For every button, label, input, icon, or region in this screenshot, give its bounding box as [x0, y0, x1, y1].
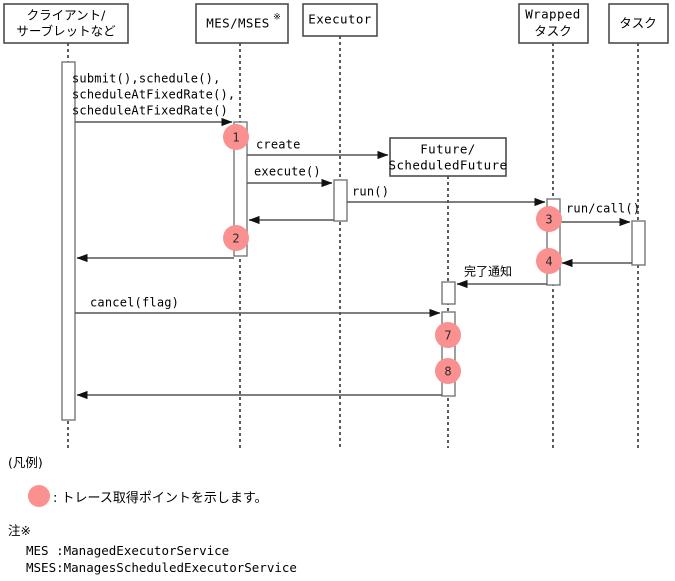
participant-executor[interactable]: Executor: [302, 3, 378, 37]
trace-marker-7-number: 7: [444, 329, 451, 343]
participant-executor-label: Executor: [308, 12, 371, 27]
participant-wrapped-label-line2: タスク: [534, 24, 572, 39]
participant-task-label: タスク: [619, 16, 657, 31]
trace-marker-8-number: 8: [444, 365, 451, 379]
trace-marker-3: 3: [536, 206, 562, 232]
participant-wrapped-label-line1: Wrapped: [525, 7, 580, 22]
message-label-submit-line3: scheduleAtFixedRate(): [72, 104, 228, 118]
note-reference-mark-icon: ※: [273, 13, 281, 23]
message-labels-group: submit(),schedule(), scheduleAtFixedRate…: [72, 72, 640, 310]
trace-marker-1-number: 1: [232, 131, 239, 145]
activation-client: [61, 61, 76, 421]
participant-future-label-line2: ScheduledFuture: [389, 158, 508, 173]
trace-point-marker-icon: [28, 485, 50, 507]
activation-future-notify: [441, 281, 456, 305]
activation-mes: [233, 121, 248, 257]
participant-client-label-line2: サーブレットなど: [16, 24, 116, 39]
message-label-cancel: cancel(flag): [90, 296, 179, 310]
legend-title: (凡例): [8, 455, 43, 470]
message-label-execute: execute(): [254, 165, 321, 179]
participant-client[interactable]: クライアント/ サーブレットなど: [3, 3, 129, 44]
note-abbreviation-lines: MES :ManagedExecutorService MSES:Manages…: [26, 543, 297, 575]
participant-future-label-line1: Future/: [420, 142, 475, 157]
legend-marker-row: : トレース取得ポイントを示します。: [28, 485, 268, 507]
trace-marker-7: 7: [435, 322, 461, 348]
message-label-create: create: [256, 138, 301, 152]
legend-marker-description: : トレース取得ポイントを示します。: [53, 490, 268, 506]
trace-marker-3-number: 3: [545, 213, 552, 227]
message-label-runcall: run/call(): [566, 202, 640, 216]
activation-task: [631, 220, 646, 266]
message-label-run: run(): [352, 185, 389, 199]
trace-marker-2-number: 2: [232, 232, 239, 246]
message-label-submit-line2: scheduleAtFixedRate(),: [72, 88, 235, 102]
messages-group: [75, 117, 632, 400]
trace-marker-4-number: 4: [545, 255, 552, 269]
activation-executor: [333, 179, 348, 222]
message-label-submit-line1: submit(),schedule(),: [72, 72, 221, 86]
participant-task[interactable]: タスク: [608, 3, 669, 44]
trace-marker-1: 1: [223, 124, 249, 150]
participant-future[interactable]: Future/ ScheduledFuture: [389, 137, 508, 177]
trace-markers-group: 1 2 3 4 7 8: [223, 124, 562, 384]
message-label-complete-notification: 完了通知: [464, 264, 512, 279]
participant-mes[interactable]: MES/MSES ※: [195, 3, 289, 44]
trace-marker-4: 4: [536, 248, 562, 274]
participant-mes-label: MES/MSES: [206, 16, 269, 31]
participant-client-label-line1: クライアント/: [27, 8, 107, 23]
participant-boxes-group: クライアント/ サーブレットなど MES/MSES ※ Executor Wra…: [3, 3, 669, 177]
participant-wrapped[interactable]: Wrapped タスク: [518, 3, 589, 44]
trace-marker-2: 2: [223, 225, 249, 251]
trace-marker-8: 8: [435, 358, 461, 384]
note-title: 注※: [8, 523, 31, 538]
